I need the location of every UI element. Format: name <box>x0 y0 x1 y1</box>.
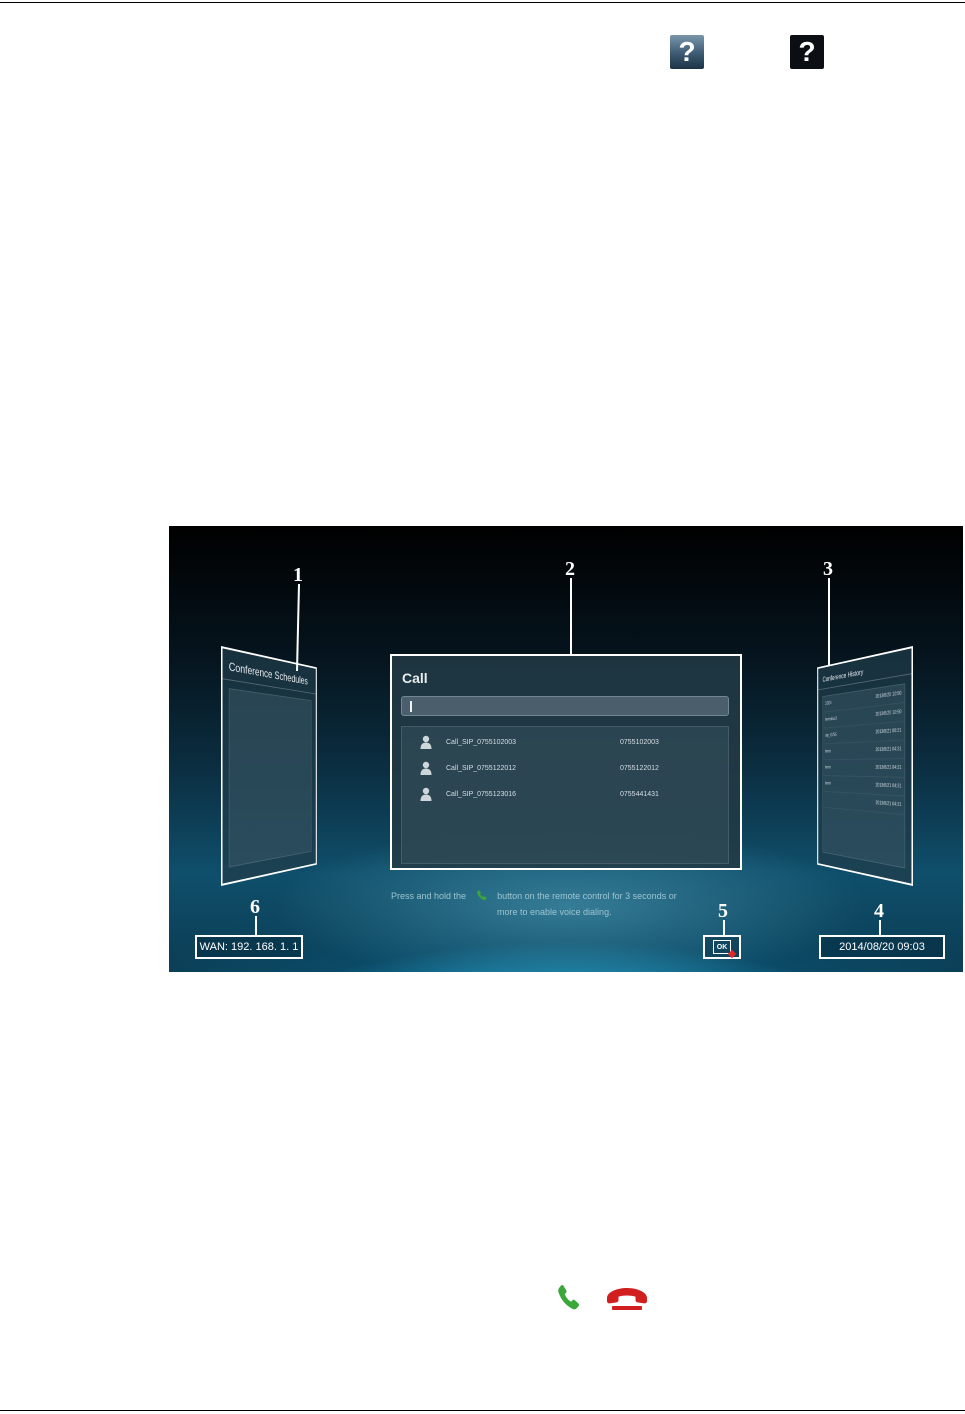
contact-number: 0755441431 <box>620 791 659 798</box>
contact-number: 0755122012 <box>620 765 659 772</box>
ok-key-indicator[interactable]: OK <box>703 935 741 959</box>
footer-rule <box>0 1410 965 1411</box>
person-icon <box>420 735 432 749</box>
list-item[interactable]: Call_SIP_0755102003 0755102003 <box>402 731 730 753</box>
phone-call-icon <box>476 890 487 901</box>
callout-1: 1 <box>293 564 303 586</box>
header-rule <box>0 2 965 3</box>
callout-5: 5 <box>718 900 728 922</box>
call-number-input[interactable] <box>401 696 729 716</box>
voice-dialing-hint: Press and hold the button on the remote … <box>391 888 751 920</box>
callout-4: 4 <box>874 900 884 922</box>
hang-up-icon <box>607 1288 647 1310</box>
hint-line-2: more to enable voice dialing. <box>497 907 612 917</box>
ok-label: OK <box>716 943 728 951</box>
callout-2: 2 <box>565 558 575 580</box>
phone-call-icon <box>558 1285 579 1310</box>
callout-6: 6 <box>250 896 260 918</box>
call-contact-list: Call_SIP_0755102003 0755102003 Call_SIP_… <box>401 726 729 864</box>
hint-text-after: button on the remote control for 3 secon… <box>497 891 677 901</box>
home-screen-figure: Conference Schedules Conference History … <box>169 526 963 972</box>
person-icon <box>420 761 432 775</box>
contact-number: 0755102003 <box>620 739 659 746</box>
contact-name: Call_SIP_0755123016 <box>446 791 517 798</box>
call-panel-title: Call <box>402 670 428 686</box>
callout-lines <box>255 578 881 935</box>
call-panel: Call Call_SIP_0755102003 0755102003 Call… <box>390 654 742 870</box>
callout-3: 3 <box>823 558 833 580</box>
ok-key-icon: OK <box>713 940 737 959</box>
list-item[interactable]: Call_SIP_0755123016 0755441431 <box>402 783 730 805</box>
help-icon: ? <box>670 35 704 69</box>
hint-line-1: Press and hold the button on the remote … <box>391 888 751 904</box>
list-item[interactable]: Call_SIP_0755122012 0755122012 <box>402 757 730 779</box>
contact-name: Call_SIP_0755102003 <box>446 739 517 746</box>
help-icon: ? <box>790 35 824 69</box>
text-caret <box>410 701 412 712</box>
contact-name: Call_SIP_0755122012 <box>446 765 517 772</box>
system-datetime: 2014/08/20 09:03 <box>819 935 945 959</box>
hint-text-before: Press and hold the <box>391 891 467 901</box>
person-icon <box>420 787 432 801</box>
wan-address: WAN: 192. 168. 1. 1 <box>195 935 303 959</box>
